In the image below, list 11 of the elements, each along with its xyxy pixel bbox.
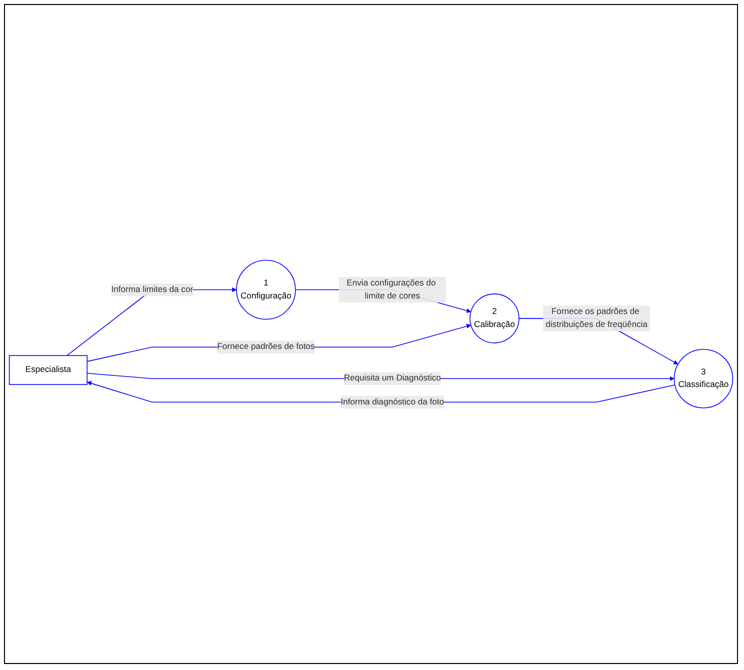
edge-label: Requisita um Diagnóstico <box>344 373 441 382</box>
node-circle: 3 Classificação <box>674 348 734 408</box>
node-circle: 2 Calibração <box>470 293 520 343</box>
edge-label: Informa diagnóstico da foto <box>340 396 444 406</box>
arrow <box>86 324 472 362</box>
edge-label: Envia configurações do limite de cores <box>346 278 436 300</box>
edge-label: Fornece padrões de fotos <box>217 342 315 351</box>
node-box: Especialista <box>8 354 88 384</box>
node-circle: 1 Configuração <box>236 259 296 320</box>
edge-label: Informa limites da cor <box>111 284 194 294</box>
edge-label: Fornece os padrões de distribuições de freqüência <box>546 306 648 329</box>
